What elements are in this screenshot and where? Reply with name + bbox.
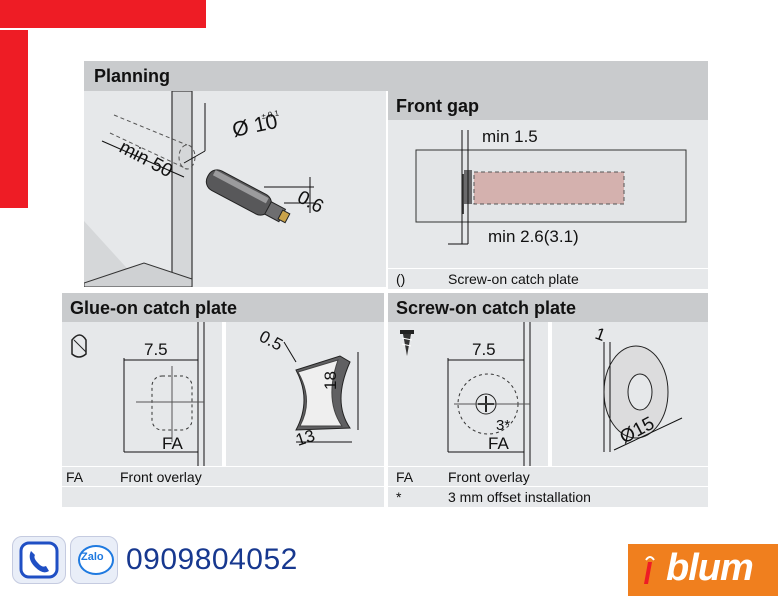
screw-on-legend-key-1: FA bbox=[396, 469, 414, 485]
glue-on-legend-row-empty bbox=[62, 486, 384, 507]
front-gap-legend-key: () bbox=[396, 271, 406, 287]
screw-on-drawing: 7.5 3* FA 1 Ø15 bbox=[400, 322, 683, 466]
front-gap-legend-text: Screw-on catch plate bbox=[448, 271, 579, 287]
front-gap-min-bottom-label: min 2.6(3.1) bbox=[488, 227, 579, 246]
screw-on-legend-row-1: FA Front overlay bbox=[388, 466, 708, 487]
screw-on-panel: 7.5 3* FA 1 Ø15 bbox=[388, 322, 708, 466]
brand-name: blum bbox=[666, 547, 754, 589]
zalo-icon[interactable]: Zalo bbox=[70, 536, 118, 584]
glue-on-legend-row: FA Front overlay bbox=[62, 466, 384, 487]
glue-on-legend-key: FA bbox=[66, 469, 84, 485]
screw-on-legend-text-2: 3 mm offset installation bbox=[448, 489, 591, 505]
zalo-label: Zalo bbox=[81, 551, 104, 563]
red-accent-bar-left bbox=[0, 30, 28, 208]
planning-drawing: Ø 10 ± 0.1 min 50 0.6 bbox=[83, 90, 327, 288]
front-gap-title: Front gap bbox=[396, 96, 479, 116]
planning-corner-mask bbox=[28, 56, 84, 216]
glue-on-height-label: 18 bbox=[321, 371, 340, 390]
screw-on-header: Screw-on catch plate bbox=[388, 293, 708, 322]
front-gap-header: Front gap bbox=[388, 91, 708, 120]
glue-on-length-label: 13 bbox=[293, 426, 317, 450]
screw-on-thickness-label: 1 bbox=[593, 324, 608, 345]
glue-on-drawing: 7.5 FA 0.5 18 13 bbox=[71, 322, 359, 466]
glue-on-thickness-label: 0.5 bbox=[256, 327, 286, 355]
red-accent-bar-top bbox=[0, 0, 206, 28]
glue-on-title: Glue-on catch plate bbox=[70, 298, 238, 318]
screw-on-legend-key-2: * bbox=[396, 489, 402, 505]
planning-tolerance-label: ± 0.1 bbox=[261, 108, 281, 121]
planning-offset-label: 0.6 bbox=[294, 187, 327, 218]
phone-icon[interactable] bbox=[12, 536, 66, 584]
screw-on-legend-text-1: Front overlay bbox=[448, 469, 530, 485]
glue-on-width-label: 7.5 bbox=[144, 340, 168, 359]
screw-on-offset-label: 3* bbox=[496, 417, 510, 434]
planning-panel: Ø 10 ± 0.1 min 50 0.6 bbox=[83, 90, 386, 288]
glue-on-fa-label: FA bbox=[162, 434, 183, 453]
screw-on-title: Screw-on catch plate bbox=[396, 298, 577, 318]
screw-on-fa-label: FA bbox=[488, 434, 509, 453]
screw-icon bbox=[400, 330, 414, 356]
front-gap-legend-row: () Screw-on catch plate bbox=[388, 268, 708, 289]
glue-on-panel: 7.5 FA 0.5 18 13 bbox=[62, 322, 384, 466]
front-gap-drawing: min 1.5 min 2.6(3.1) bbox=[415, 127, 687, 246]
glue-on-header: Glue-on catch plate bbox=[62, 293, 384, 322]
planning-header: Planning bbox=[84, 61, 708, 91]
planning-title: Planning bbox=[94, 66, 170, 86]
front-gap-min-top-label: min 1.5 bbox=[482, 127, 538, 146]
phone-number[interactable]: 0909804052 bbox=[126, 543, 298, 576]
brand-logo: blum bbox=[628, 544, 778, 596]
screw-on-legend-row-2: * 3 mm offset installation bbox=[388, 486, 708, 507]
screw-on-width-label: 7.5 bbox=[472, 340, 496, 359]
catch-plate-icon bbox=[71, 334, 87, 358]
glue-on-legend-text: Front overlay bbox=[120, 469, 202, 485]
planning-depth-label: min 50 bbox=[116, 137, 176, 182]
front-gap-panel: min 1.5 min 2.6(3.1) bbox=[388, 120, 708, 268]
